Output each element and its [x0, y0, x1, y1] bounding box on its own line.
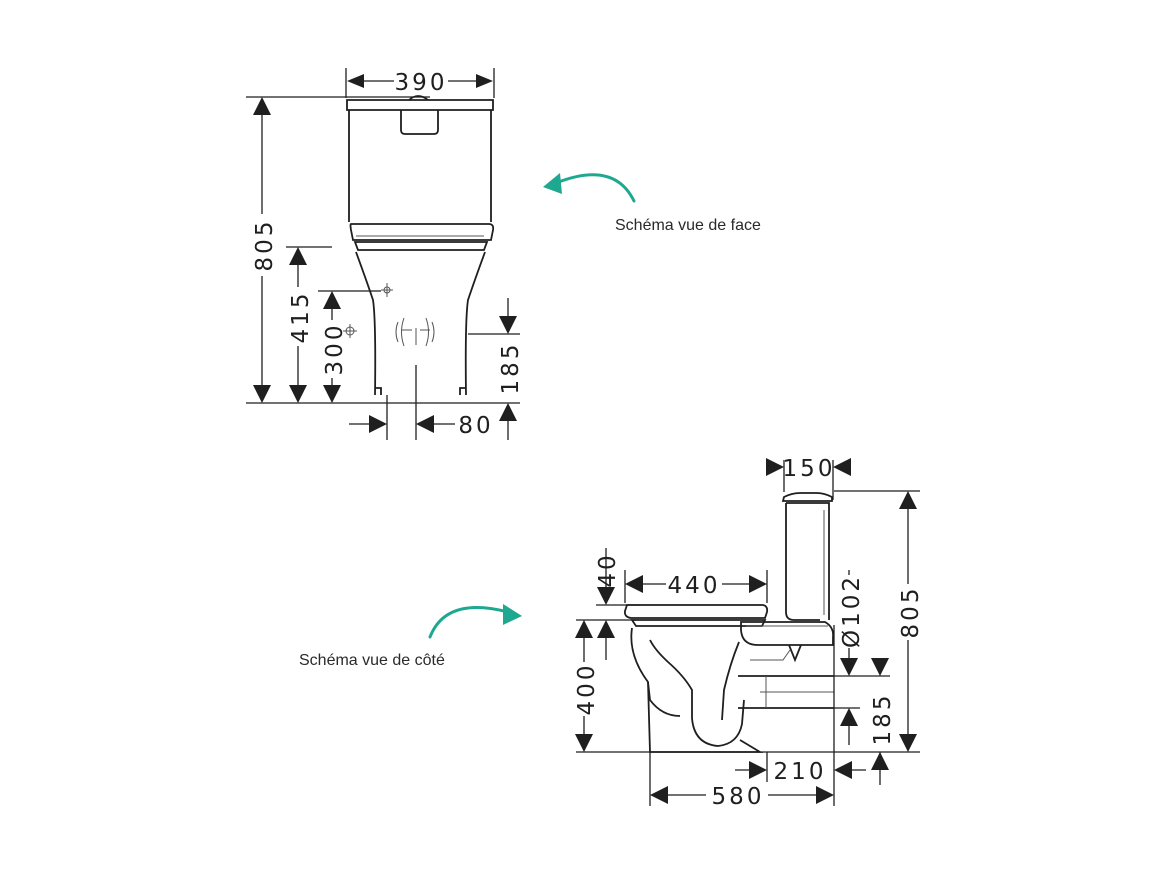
side-cistern-depth-label: 150	[783, 456, 836, 482]
front-width-label: 390	[395, 70, 448, 96]
front-outlet-offset-label: 80	[458, 413, 493, 439]
front-view: 390 805 415 300 185 80	[246, 68, 524, 440]
side-view-caption: Schéma vue de côté	[299, 652, 445, 669]
front-view-arrow	[543, 173, 636, 203]
side-view: 150 40 440 Ø102 805 400 185 210 580	[574, 456, 924, 810]
side-total-height-label: 805	[898, 586, 924, 639]
side-seat-height-label: 400	[574, 663, 600, 716]
front-outlet-height-label: 185	[498, 342, 524, 395]
side-seat-length-label: 440	[668, 573, 721, 599]
side-outlet-distance-label: 210	[774, 759, 827, 785]
front-inlet-height-label: 300	[322, 323, 348, 376]
side-outlet-height-label: 185	[870, 693, 896, 746]
side-outlet-diameter-label: Ø102	[839, 574, 865, 648]
side-total-depth-label: 580	[712, 784, 765, 810]
side-view-arrow	[428, 604, 522, 639]
front-total-height-label: 805	[252, 219, 278, 272]
front-view-caption: Schéma vue de face	[615, 217, 761, 234]
side-lid-thickness-label: 40	[595, 552, 621, 587]
front-pan-height-label: 415	[288, 291, 314, 344]
